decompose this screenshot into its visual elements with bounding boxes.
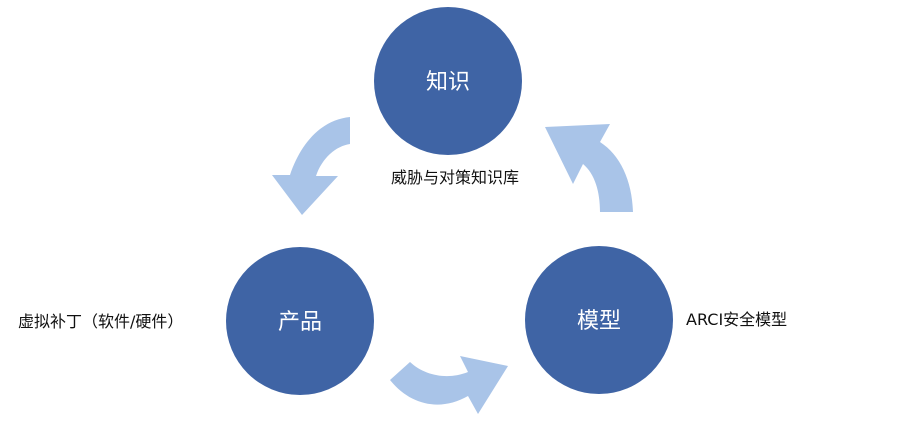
caption-model: ARCI安全模型 bbox=[686, 310, 787, 329]
node-product-circle bbox=[226, 247, 374, 395]
node-knowledge-circle bbox=[374, 7, 522, 155]
caption-knowledge: 威胁与对策知识库 bbox=[391, 168, 519, 187]
caption-product: 虚拟补丁（软件/硬件） bbox=[18, 312, 183, 331]
arrow-product-to-model bbox=[390, 356, 508, 414]
node-model-label: 模型 bbox=[577, 309, 621, 334]
arrow-model-to-knowledge bbox=[545, 124, 633, 212]
arrow-knowledge-to-product bbox=[272, 117, 350, 215]
node-model-circle bbox=[525, 246, 673, 394]
node-product: 产品 bbox=[226, 247, 374, 395]
node-knowledge: 知识 bbox=[374, 7, 522, 155]
node-knowledge-label: 知识 bbox=[426, 70, 470, 95]
node-product-label: 产品 bbox=[278, 310, 322, 335]
node-model: 模型 bbox=[525, 246, 673, 394]
